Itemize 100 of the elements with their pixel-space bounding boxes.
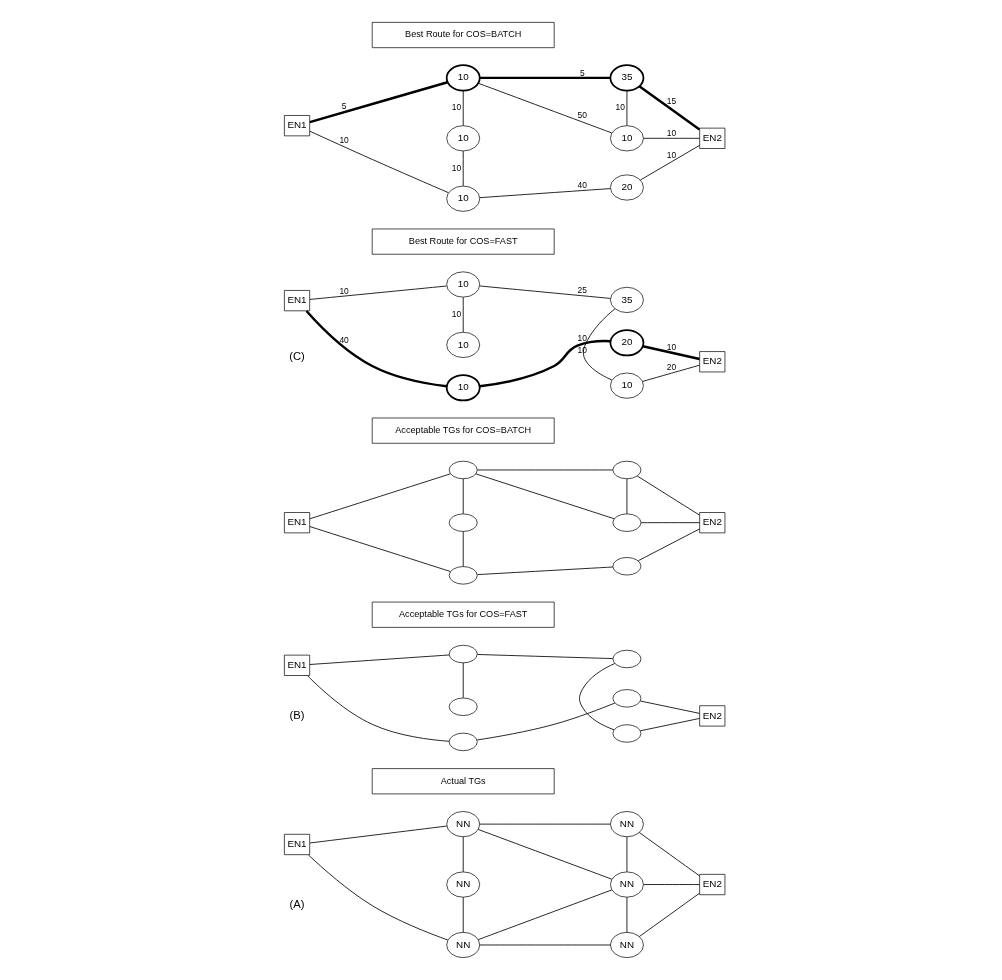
edge-label: 25 — [577, 285, 587, 296]
node-ellipse — [448, 697, 478, 716]
node-box: EN2 — [698, 874, 725, 896]
connector — [309, 81, 448, 124]
edge-label: 20 — [666, 361, 676, 372]
connector — [477, 889, 612, 941]
connector — [636, 475, 700, 516]
connector — [462, 662, 464, 699]
node-ellipse: 35 — [609, 286, 644, 313]
edge-label: 10 — [338, 134, 349, 145]
node-box: EN1 — [283, 512, 310, 534]
connector — [639, 718, 700, 732]
node-box: Acceptable TGs for COS=FAST — [371, 601, 555, 628]
connector — [308, 473, 451, 520]
node-ellipse: NN — [445, 932, 480, 958]
node-box: Acceptable TGs for COS=BATCH — [371, 417, 555, 444]
node-ellipse — [612, 513, 641, 532]
connector — [638, 85, 700, 131]
node-ellipse — [612, 649, 641, 669]
edge-label: 10 — [451, 102, 461, 113]
label: (A) — [289, 897, 305, 910]
edge-label: 10 — [577, 333, 587, 344]
connector — [477, 82, 612, 134]
edge-label: 10 — [451, 162, 461, 173]
connector — [582, 308, 615, 381]
connector — [639, 700, 700, 714]
node-ellipse — [448, 460, 478, 480]
connector — [305, 310, 447, 388]
connector — [308, 130, 449, 194]
connector — [308, 654, 449, 665]
connector — [462, 150, 464, 187]
connector — [474, 473, 615, 520]
node-ellipse: 10 — [445, 64, 481, 92]
connector — [477, 829, 612, 880]
edge-label: 10 — [451, 308, 461, 319]
edge-label: 15 — [666, 96, 676, 107]
node-box: EN1 — [283, 833, 310, 856]
connector — [478, 823, 611, 825]
connector — [462, 896, 464, 933]
node-ellipse — [612, 557, 641, 576]
edge-label: 50 — [577, 110, 587, 121]
edge-label: 5 — [579, 67, 585, 78]
connector — [642, 345, 700, 361]
edge-label: 10 — [666, 127, 676, 138]
label: (C) — [288, 349, 305, 362]
connector — [639, 144, 700, 181]
node-ellipse: 10 — [445, 125, 480, 152]
node-ellipse — [612, 460, 641, 480]
connector — [476, 702, 615, 741]
connector — [626, 836, 627, 873]
connector — [626, 896, 627, 933]
connector — [462, 478, 464, 515]
edge-label: 40 — [577, 179, 587, 190]
node-ellipse: 10 — [445, 331, 480, 358]
node-box: EN2 — [698, 127, 725, 149]
node-box: EN2 — [698, 512, 725, 534]
node-box: EN1 — [283, 290, 310, 312]
connector — [308, 825, 447, 844]
node-ellipse — [448, 513, 478, 532]
connector — [638, 892, 700, 937]
connector — [308, 285, 447, 300]
connector — [640, 522, 700, 524]
connector — [462, 836, 464, 873]
node-ellipse: 10 — [609, 372, 644, 399]
node-ellipse: NN — [445, 871, 480, 898]
connector — [637, 528, 700, 562]
node-ellipse: 20 — [609, 174, 644, 201]
node-box: EN1 — [283, 654, 310, 676]
node-ellipse: NN — [609, 811, 644, 838]
node-ellipse — [448, 644, 478, 664]
connector — [476, 654, 613, 659]
node-ellipse: 10 — [445, 374, 481, 402]
connector — [306, 675, 449, 742]
node-ellipse — [448, 566, 478, 585]
edge-label: 10 — [338, 286, 349, 297]
label: (B) — [289, 709, 305, 722]
node-ellipse: NN — [609, 932, 644, 958]
edge-label: 10 — [615, 102, 625, 113]
node-box: EN2 — [698, 351, 725, 373]
node-box: Best Route for COS=BATCH — [371, 22, 555, 48]
connector — [626, 478, 627, 515]
edge-label: 10 — [666, 149, 676, 160]
connector — [479, 76, 610, 80]
node-box: Actual TGs — [371, 768, 555, 795]
node-ellipse — [612, 724, 641, 743]
connector — [642, 884, 700, 885]
node-ellipse: NN — [609, 871, 644, 898]
connector — [307, 854, 448, 941]
connector — [462, 296, 464, 333]
connector — [462, 90, 464, 126]
edge-label: 5 — [341, 101, 346, 112]
node-box: EN2 — [698, 705, 725, 727]
connector — [642, 137, 700, 139]
connector — [626, 90, 627, 126]
connector — [478, 285, 611, 299]
connector — [476, 469, 613, 471]
connector — [641, 364, 700, 382]
edge-label: 10 — [577, 345, 587, 356]
connector — [308, 526, 451, 572]
connector — [578, 663, 615, 731]
